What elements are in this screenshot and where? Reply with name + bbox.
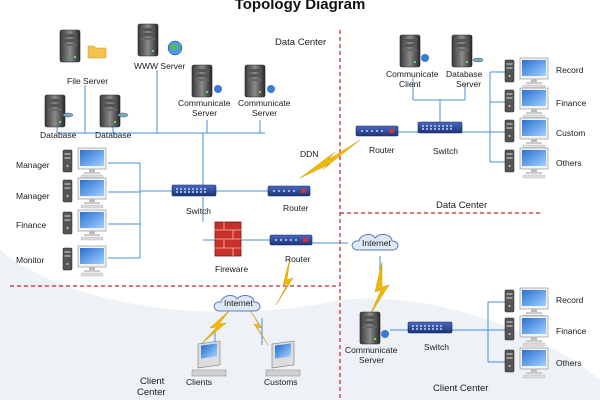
user-icon [381, 330, 389, 338]
svg-text:Fireware: Fireware [215, 264, 248, 274]
diagram-title: Topology Diagram [235, 0, 366, 13]
svg-text:Switch: Switch [424, 342, 449, 352]
svg-text:Custom: Custom [556, 128, 585, 138]
firewall[interactable]: Fireware [214, 221, 248, 274]
svg-text:Database: Database [40, 130, 77, 140]
svg-text:Finance: Finance [556, 98, 587, 108]
workstation-finance-bottom[interactable]: Finance [504, 315, 587, 347]
switch-dc[interactable]: Switch [417, 121, 463, 156]
svg-text:Customs: Customs [264, 377, 298, 387]
svg-text:Router: Router [369, 145, 395, 155]
workstation-finance[interactable]: Finance [16, 209, 107, 241]
svg-text:Manager: Manager [16, 191, 50, 201]
database-icon [62, 112, 74, 118]
svg-text:Switch: Switch [186, 206, 211, 216]
svg-text:Finance: Finance [16, 220, 47, 230]
svg-text:Others: Others [556, 358, 582, 368]
svg-text:Internet: Internet [224, 298, 253, 308]
client-pc-customs[interactable]: Customs [264, 340, 301, 387]
workstation-manager-2[interactable]: Manager [16, 177, 107, 209]
svg-text:Clients: Clients [186, 377, 212, 387]
workstation-monitor[interactable]: Monitor [16, 245, 107, 277]
www-server[interactable]: WWW Server [134, 23, 186, 71]
router-main[interactable]: Router [267, 185, 311, 213]
svg-text:Record: Record [556, 65, 584, 75]
user-icon [267, 85, 275, 93]
lightning-internet-customs [249, 309, 269, 346]
svg-text:File Server: File Server [67, 76, 108, 86]
svg-text:Router: Router [283, 203, 309, 213]
lightning-router-internet [275, 257, 294, 306]
svg-text:Finance: Finance [556, 326, 587, 336]
workstation-record-top[interactable]: Record [504, 57, 584, 89]
database-server-2[interactable]: Database [95, 94, 132, 140]
workstation-custom-top[interactable]: Custom [504, 117, 585, 149]
user-icon [421, 54, 429, 62]
router-firewall[interactable]: Router [269, 234, 313, 264]
workstation-others-top[interactable]: Others [504, 147, 582, 179]
internet-cloud-left[interactable]: Internet [213, 294, 261, 312]
svg-text:Switch: Switch [433, 146, 458, 156]
database-icon [472, 57, 484, 63]
network-links [56, 70, 505, 363]
svg-text:WWW Server: WWW Server [134, 61, 186, 71]
zone-label-data-center-top: Data Center [275, 37, 326, 48]
background-arc-left [0, 250, 340, 400]
svg-text:Record: Record [556, 295, 584, 305]
svg-text:Monitor: Monitor [16, 255, 45, 265]
database-server-1[interactable]: Database [40, 94, 77, 140]
workstation-others-bottom[interactable]: Others [504, 347, 582, 379]
zone-label-data-center-mid: Data Center [436, 200, 487, 211]
database-icon [117, 112, 129, 118]
file-server[interactable]: File Server [59, 29, 108, 86]
internet-cloud-mid[interactable]: Internet [351, 233, 399, 251]
svg-text:Manager: Manager [16, 160, 50, 170]
router-dc[interactable]: Router [355, 125, 399, 155]
ddn-label: DDN [300, 149, 318, 159]
zone-label-client-center-right: Client Center [433, 383, 488, 394]
user-icon [214, 85, 222, 93]
workstation-finance-top[interactable]: Finance [504, 87, 587, 119]
switch-cc[interactable]: Switch [407, 321, 453, 352]
svg-text:Internet: Internet [362, 238, 391, 248]
background-arc-right [340, 298, 600, 400]
workstation-record-bottom[interactable]: Record [504, 287, 584, 319]
switch-main[interactable]: Switch [171, 184, 217, 216]
svg-text:Others: Others [556, 158, 582, 168]
workstation-manager-1[interactable]: Manager [16, 147, 107, 179]
folder-icon [87, 45, 107, 59]
client-pc-clients[interactable]: Clients [186, 340, 227, 387]
svg-text:Router: Router [285, 254, 311, 264]
svg-text:Database: Database [95, 130, 132, 140]
lightning-ddn [299, 139, 361, 179]
